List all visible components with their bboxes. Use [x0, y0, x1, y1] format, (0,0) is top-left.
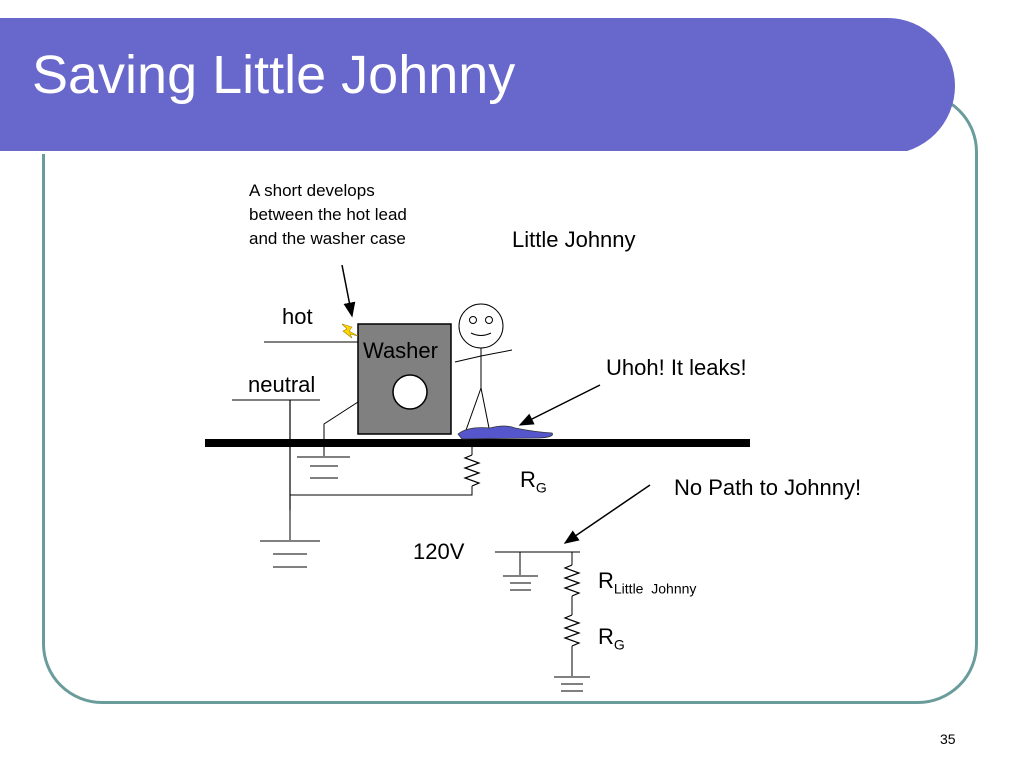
hot-label: hot — [282, 304, 313, 329]
washer-label: Washer — [363, 338, 438, 363]
circuit-ground-left — [503, 575, 538, 591]
floor-line — [205, 439, 750, 447]
content-panel — [42, 92, 978, 704]
water-puddle — [457, 425, 553, 440]
circuit-rg-resistor — [563, 614, 581, 647]
title-underline — [0, 151, 908, 154]
circuit-ground-bottom — [554, 676, 590, 692]
case-ground-symbol — [297, 456, 350, 479]
no-path-arrow — [563, 484, 651, 544]
leak-note: Uhoh! It leaks! — [606, 355, 747, 380]
stick-figure-johnny — [454, 303, 513, 434]
leak-arrow — [518, 384, 601, 426]
short-arrow — [341, 264, 356, 318]
rg-circuit-label: RG — [598, 624, 625, 653]
ground-return-wire — [290, 486, 473, 496]
r-johnny-label: RLittle Johnny — [598, 568, 697, 597]
lightning-bolt-icon — [341, 323, 359, 339]
page-number: 35 — [940, 731, 956, 747]
main-ground-symbol — [260, 540, 320, 568]
ground-resistor — [463, 454, 481, 487]
little-johnny-label: Little Johnny — [512, 227, 636, 252]
case-ground-wire — [323, 401, 359, 456]
neutral-label: neutral — [248, 372, 316, 397]
voltage-label: 120V — [413, 539, 465, 564]
johnny-resistor — [563, 564, 581, 597]
short-note: A short develops between the hot lead an… — [249, 181, 407, 248]
slide-title: Saving Little Johnny — [32, 45, 516, 105]
no-path-note: No Path to Johnny! — [674, 475, 862, 500]
rg-main-label: RG — [520, 467, 547, 496]
washer-door — [392, 374, 428, 410]
title-bar — [0, 18, 955, 154]
